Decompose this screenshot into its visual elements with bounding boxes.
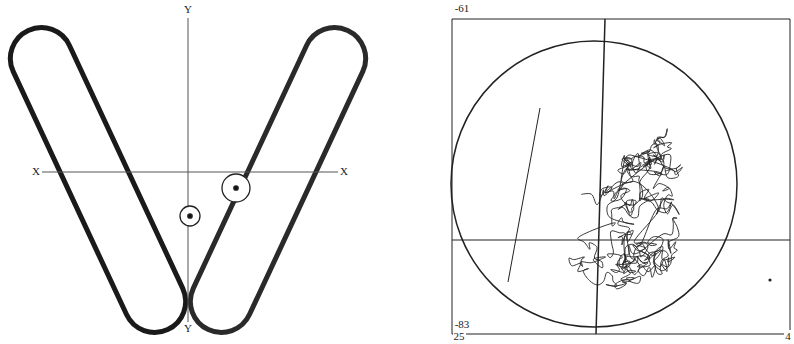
scale-value: -61 [454, 2, 471, 14]
frame-line [452, 19, 790, 20]
scale-value: -83 [454, 318, 471, 330]
limit-circle [451, 41, 737, 327]
axes [42, 18, 338, 322]
centre-circle [180, 206, 200, 226]
pressure-centres [180, 174, 250, 226]
axis-label: X [31, 165, 41, 177]
centre-circle [222, 174, 250, 202]
axis-line [596, 19, 605, 334]
sway-trajectory [569, 129, 682, 289]
centre-dot [234, 186, 238, 190]
frame-line [452, 334, 790, 335]
axis-label: X [339, 165, 349, 177]
foot-outlines [0, 17, 376, 342]
scale-value: 4 [784, 330, 792, 342]
marker-dot [768, 278, 771, 281]
scale-value: 25 [453, 330, 466, 342]
axis-line [452, 240, 790, 241]
left-foot-outline [0, 17, 196, 342]
y-axis [188, 18, 189, 322]
centre-dot [188, 214, 192, 218]
axis-label: Y [183, 3, 193, 15]
frame-line [790, 19, 791, 334]
right-foot-outline [180, 17, 376, 342]
axis-label: Y [183, 322, 193, 334]
trajectory-segment [508, 108, 540, 282]
x-axis [42, 172, 338, 173]
stabilogram [451, 19, 790, 334]
